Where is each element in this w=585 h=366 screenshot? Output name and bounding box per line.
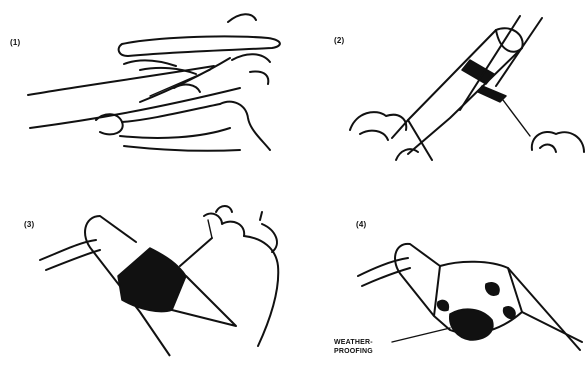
- panel-step-2: (2): [300, 0, 585, 180]
- panel-step-1: (1): [0, 0, 300, 180]
- splice-wrapping-continue-illustration: [300, 0, 585, 180]
- panel-step-3: (3): [0, 180, 300, 366]
- splice-wrapped-band-illustration: [0, 180, 300, 366]
- panel-step-4: (4) WEATHER- PROOFING: [300, 180, 585, 366]
- splice-wrapping-start-illustration: [0, 0, 300, 180]
- callout-line-1: WEATHER-: [334, 338, 373, 347]
- callout-line-2: PROOFING: [334, 347, 373, 356]
- weatherproofing-callout: WEATHER- PROOFING: [334, 338, 373, 356]
